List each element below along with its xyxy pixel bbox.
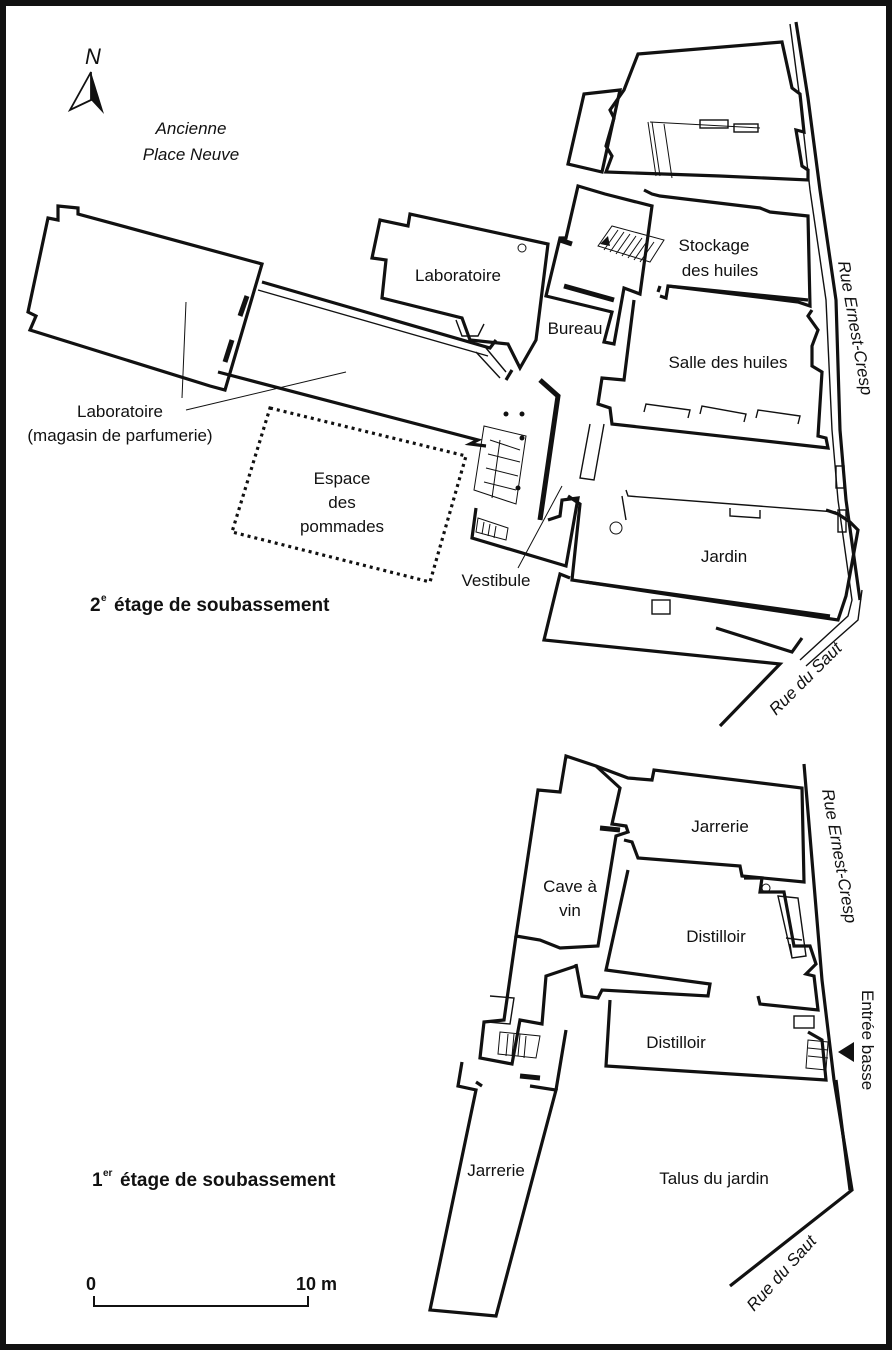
label-ancienne: Ancienne	[155, 119, 227, 138]
svg-text:er: er	[103, 1168, 113, 1179]
label-talus: Talus du jardin	[659, 1169, 769, 1188]
svg-text:étage de soubassement: étage de soubassement	[120, 1170, 336, 1191]
lower-floor-plan	[428, 753, 854, 1318]
svg-text:e: e	[101, 593, 107, 604]
label-rue-ernest-top: Rue Ernest-Cresp	[834, 259, 876, 396]
label-vestibule: Vestibule	[462, 571, 531, 590]
label-distilloir-lower: Distilloir	[646, 1033, 706, 1052]
svg-text:étage de soubassement: étage de soubassement	[114, 595, 330, 616]
label-jarrerie-bottom: Jarrerie	[467, 1161, 525, 1180]
label-stockage: Stockage	[679, 236, 750, 255]
label-jardin: Jardin	[701, 547, 747, 566]
svg-text:2: 2	[90, 595, 101, 616]
scale-bar: 0 10 m	[86, 1274, 337, 1307]
label-cave-a: Cave à	[543, 877, 597, 896]
floor-title-second: 2 e étage de soubassement	[90, 593, 330, 616]
north-arrow-icon: N	[67, 44, 104, 114]
label-entree: Entrée basse	[858, 990, 877, 1090]
north-label: N	[85, 44, 101, 69]
label-place-neuve: Place Neuve	[143, 145, 239, 164]
scale-end: 10 m	[296, 1274, 337, 1294]
label-salle-huiles: Salle des huiles	[668, 353, 787, 372]
label-bureau: Bureau	[548, 319, 603, 338]
upper-floor-plan	[26, 21, 863, 728]
label-vin: vin	[559, 901, 581, 920]
label-des-huiles: des huiles	[682, 261, 759, 280]
svg-text:1: 1	[92, 1170, 103, 1191]
label-pommades: pommades	[300, 517, 384, 536]
scale-start: 0	[86, 1274, 96, 1294]
label-rue-saut-top: Rue du Saut	[765, 638, 846, 719]
label-jarrerie-top: Jarrerie	[691, 817, 749, 836]
label-espace: Espace	[314, 469, 371, 488]
floor-title-first: 1 er étage de soubassement	[92, 1168, 336, 1191]
label-des: des	[328, 493, 355, 512]
label-magasin: (magasin de parfumerie)	[27, 426, 212, 445]
labels: Ancienne Place Neuve Laboratoire Stockag…	[27, 119, 877, 1315]
label-laboratoire-top: Laboratoire	[415, 266, 501, 285]
label-laboratoire-left: Laboratoire	[77, 402, 163, 421]
label-rue-ernest-bottom: Rue Ernest-Cresp	[818, 787, 860, 924]
label-distilloir-upper: Distilloir	[686, 927, 746, 946]
